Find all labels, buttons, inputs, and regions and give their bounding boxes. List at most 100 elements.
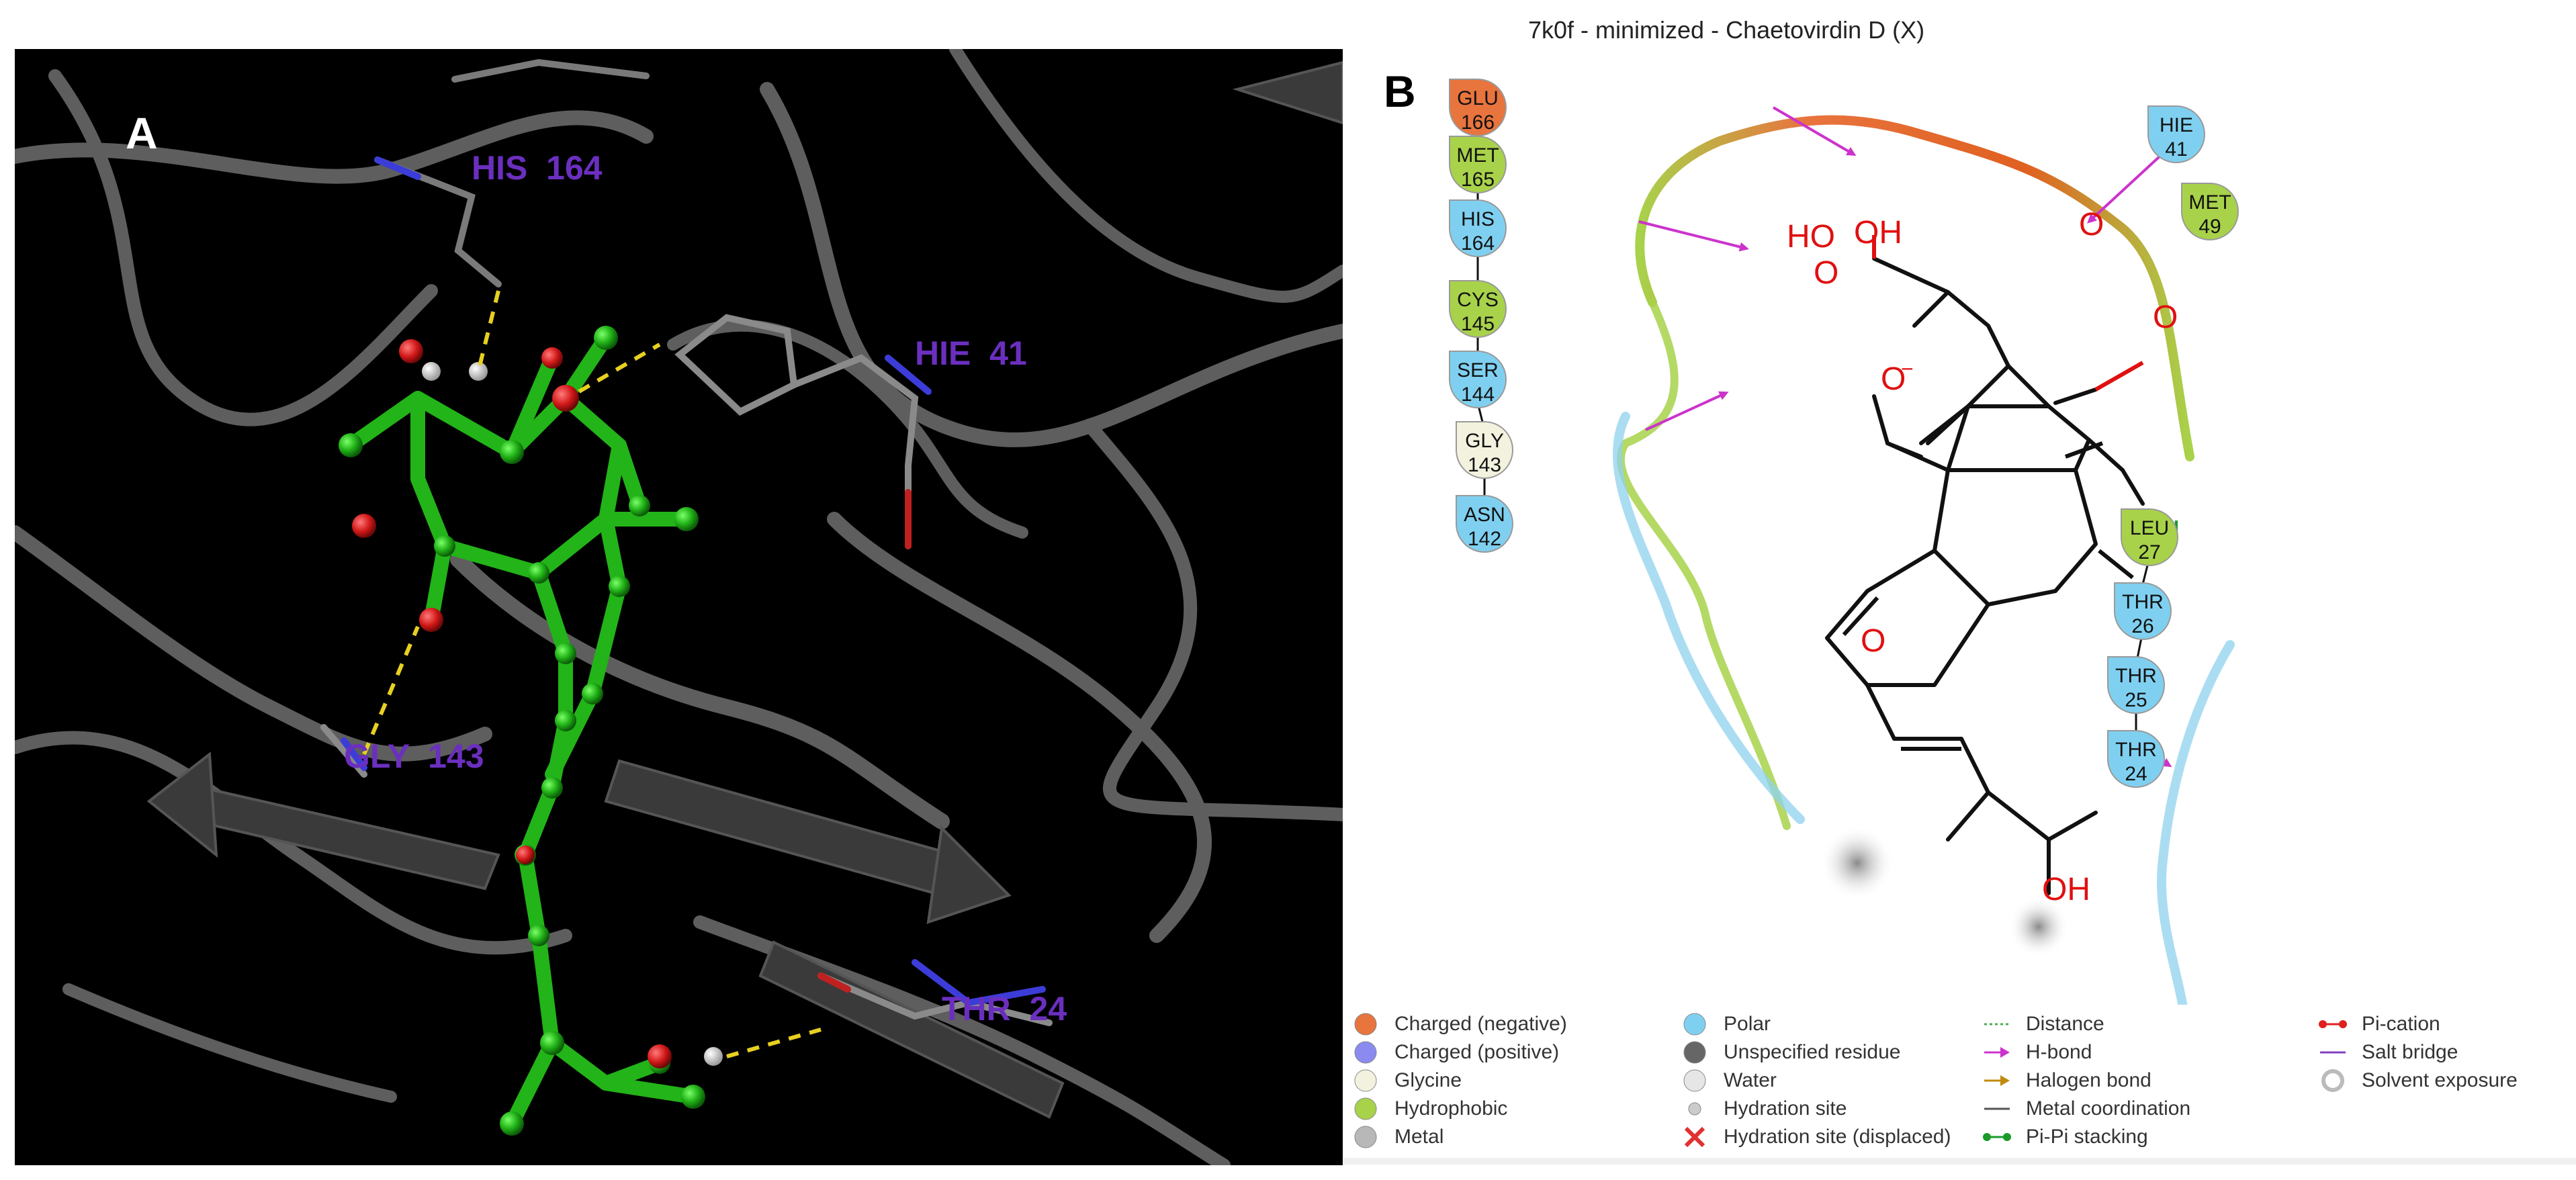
ligand-double-bonds: [1842, 441, 2134, 751]
dot-line-icon: [1983, 1133, 2011, 1141]
atom-labels: OH HO O O O − O Cl O OH: [1787, 207, 2180, 907]
atom-ketone-o: O: [2153, 300, 2178, 335]
legend-item-label: Distance: [2026, 1013, 2104, 1035]
residue-node-name: THR: [2115, 739, 2157, 761]
legend-item: Hydration site: [1679, 1095, 1847, 1123]
legend-item-label: Metal: [1394, 1126, 1444, 1148]
ligand-interaction-diagram: OH HO O O O − O Cl O OH GLU166MET165HIS1…: [1343, 40, 2576, 1012]
legend-item: Hydrophobic: [1350, 1095, 1507, 1123]
legend-item-label: Unspecified residue: [1724, 1041, 1901, 1063]
legend-item-label: Halogen bond: [2026, 1069, 2151, 1091]
legend-item-label: Glycine: [1394, 1069, 1462, 1091]
residue-node-shape: [1449, 136, 1507, 193]
residue-node-name: HIE: [2160, 114, 2193, 136]
residue-node-number: 164: [1461, 232, 1495, 255]
ball-icon: [1354, 1097, 1377, 1120]
legend-item-label: Salt bridge: [2362, 1041, 2458, 1063]
residue-node-number: 24: [2125, 763, 2147, 785]
residue-node-number: 165: [1461, 169, 1495, 191]
residue-node-number: 41: [2165, 138, 2187, 161]
ball-icon: [1354, 1041, 1377, 1064]
residue-node-number: 145: [1461, 313, 1495, 335]
residue-node-shape: [1456, 421, 1514, 479]
residue-node-shape: [1449, 351, 1507, 408]
ball-icon: [1683, 1013, 1706, 1036]
residue-node-number: 143: [1468, 454, 1501, 476]
residue-node-shape: [1456, 495, 1514, 553]
residue-label-gly143: GLY 143: [344, 737, 484, 775]
legend-item: Metal coordination: [1982, 1095, 2190, 1123]
atom-carboxylate-o: O: [1881, 361, 1906, 397]
legend-item: Charged (negative): [1350, 1010, 1567, 1038]
residue-node-number: 142: [1468, 528, 1501, 550]
residue-node-shape: [1449, 79, 1507, 136]
pocket-outline: [1612, 115, 2235, 1012]
legend-item-label: Metal coordination: [2026, 1097, 2191, 1120]
residue-nodes: GLU166MET165HIS164CYS145SER144GLY143ASN1…: [1449, 79, 2239, 788]
residue-node-shape: [2121, 508, 2179, 566]
residue-node-name: ASN: [1464, 504, 1505, 526]
legend-item: Polar: [1679, 1010, 1771, 1038]
residue-node-shape: [2107, 730, 2166, 788]
small-ball-icon: [1688, 1102, 1701, 1116]
h-bond-dashes: [362, 290, 821, 1058]
residue-node-shape: [2114, 582, 2172, 640]
residue-node-shape: [2107, 656, 2166, 714]
ligand-sticks: [343, 330, 701, 1131]
legend-item: Hydration site (displaced): [1679, 1123, 1951, 1151]
residue-node-number: 25: [2125, 689, 2147, 711]
residue-node-name: THR: [2115, 665, 2157, 687]
legend-item: H-bond: [1982, 1038, 2092, 1066]
cross-icon: [1684, 1126, 1705, 1148]
residue-label-thr24: THR 24: [942, 990, 1067, 1028]
ball-icon: [1354, 1013, 1377, 1036]
atom-ring-o: O: [2079, 207, 2104, 242]
ligand-2d-bonds: [1825, 257, 2145, 895]
residue-node-name: MET: [2188, 191, 2231, 214]
residue-node-name: THR: [2122, 591, 2164, 613]
atom-pyran-o: O: [1861, 623, 1885, 659]
legend-item-label: Charged (positive): [1394, 1041, 1560, 1063]
arrow-icon: [1984, 1075, 2010, 1086]
legend-item: Glycine: [1350, 1066, 1462, 1095]
panel-b-letter: B: [1384, 66, 1416, 116]
residue-sticks: [320, 58, 1053, 1026]
residue-node-number: 26: [2131, 615, 2153, 637]
gradient-line-icon: [2320, 1051, 2346, 1054]
residue-label-hie41: HIE 41: [915, 334, 1027, 372]
residue-chain-lines: [1476, 124, 2151, 739]
legend-item-label: Polar: [1724, 1013, 1771, 1035]
legend-item-label: H-bond: [2026, 1041, 2092, 1063]
legend-item: Pi-cation: [2317, 1010, 2440, 1038]
atom-carboxyl-o: O: [1814, 255, 1838, 291]
ligand-atoms: [339, 326, 723, 1136]
panel-a-letter: A: [126, 108, 158, 158]
ball-icon: [1683, 1069, 1706, 1092]
ball-icon: [1683, 1041, 1706, 1064]
residue-node-number: 49: [2199, 216, 2221, 238]
legend-item: Distance: [1982, 1010, 2104, 1038]
legend-item-label: Hydration site: [1724, 1097, 1847, 1120]
ligand-hetero-bonds: [1872, 235, 2144, 392]
dotted-line-icon: [1984, 1023, 2010, 1026]
legend-item-label: Hydration site (displaced): [1724, 1126, 1951, 1148]
residue-node-number: 27: [2138, 541, 2160, 563]
residue-node-name: HIS: [1461, 208, 1495, 230]
halo-icon: [2321, 1069, 2344, 1092]
legend-item: Charged (positive): [1350, 1038, 1559, 1066]
ball-icon: [1354, 1069, 1377, 1092]
interaction-diagram-svg: OH HO O O O − O Cl O OH GLU166MET165HIS1…: [1449, 79, 2239, 1012]
residue-node-name: GLY: [1465, 430, 1504, 452]
legend-item: Metal: [1350, 1123, 1444, 1151]
legend-item-label: Pi-Pi stacking: [2026, 1126, 2148, 1148]
